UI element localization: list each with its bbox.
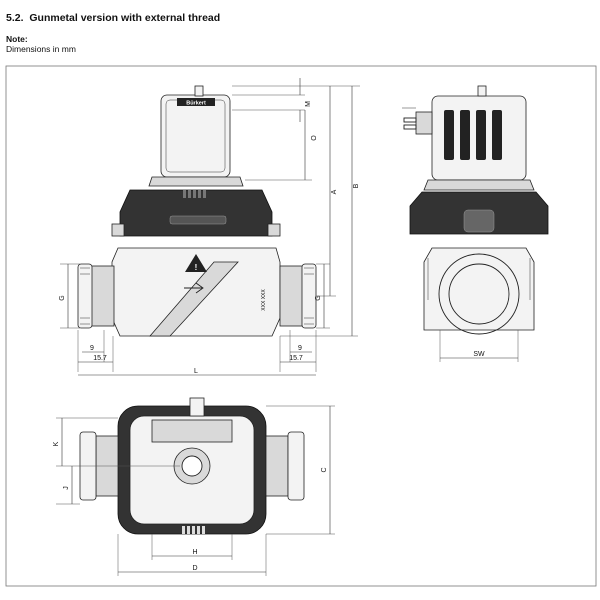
- plug-pin-top: [403, 117, 417, 123]
- section-title: Gunmetal version with external thread: [29, 12, 221, 24]
- top-view: K J C H D: [53, 397, 335, 576]
- coil-housing: [160, 94, 231, 178]
- warning-mark: !: [195, 263, 198, 272]
- dim-label-K: K: [53, 441, 60, 446]
- top-right-thread: [287, 431, 305, 501]
- bonnet-grip-ribs: [183, 190, 206, 198]
- side-port-inner: [448, 263, 510, 325]
- dim-label-J: J: [63, 486, 70, 490]
- plug-pin-bottom: [403, 124, 417, 130]
- side-valve-body: [423, 247, 535, 331]
- top-plug-latch: [189, 397, 205, 417]
- dim-label-SW: SW: [473, 351, 485, 358]
- coil-top-nut: [194, 85, 204, 97]
- flow-arrow-icon: [184, 282, 204, 294]
- side-port-outer: [438, 253, 520, 335]
- brand-plate: [177, 98, 215, 106]
- dim-label-D: D: [192, 565, 197, 572]
- dim-label-C: C: [321, 467, 328, 472]
- dim-label-9-right: 9: [298, 345, 302, 352]
- bonnet-window: [169, 215, 227, 225]
- note-text: Dimensions in mm: [6, 44, 76, 54]
- left-connector: [89, 265, 115, 327]
- warning-triangle: [185, 254, 207, 272]
- bonnet-left-lug: [111, 223, 125, 237]
- dim-label-L: L: [194, 368, 198, 375]
- dim-label-H: H: [192, 549, 197, 556]
- dim-label-B: B: [353, 183, 360, 188]
- dim-label-A: A: [331, 189, 338, 194]
- side-coil-nut: [477, 85, 487, 97]
- section-heading: 5.2. Gunmetal version with external thre…: [6, 12, 220, 24]
- coil-base: [148, 176, 244, 187]
- dim-label-15-7-right: 15.7: [289, 355, 303, 362]
- top-right-connector: [265, 435, 289, 497]
- side-cable-plug: [415, 111, 433, 135]
- body-diagonal-rib: [149, 261, 239, 337]
- section-number: 5.2.: [6, 12, 24, 24]
- brand-label: Bürkert: [186, 101, 206, 107]
- top-plug-recess: [151, 419, 233, 443]
- drawing-frame: [5, 65, 597, 587]
- dim-label-15-7-left: 15.7: [93, 355, 107, 362]
- side-bonnet-recess: [463, 209, 495, 233]
- dim-label-G-left: G: [59, 295, 66, 300]
- right-connector: [279, 265, 305, 327]
- bonnet-right-lug: [267, 223, 281, 237]
- side-coil-slots: [444, 110, 502, 160]
- side-view: SW: [402, 85, 549, 362]
- body-marking: XXX XXX: [261, 289, 267, 311]
- left-thread: [77, 263, 93, 329]
- top-nut-inner: [181, 455, 203, 477]
- side-coil-base: [423, 179, 535, 191]
- front-view: Bürkert !: [59, 78, 360, 376]
- dim-label-M: M: [305, 101, 312, 107]
- note-label: Note:: [6, 34, 28, 44]
- dim-label-9-left: 9: [90, 345, 94, 352]
- dim-label-G-right: G: [315, 295, 322, 300]
- dim-label-O: O: [311, 135, 318, 141]
- right-thread: [301, 263, 317, 329]
- top-grip-ribs: [182, 526, 205, 534]
- left-thread-lines: [80, 267, 90, 325]
- right-thread-lines: [304, 267, 314, 325]
